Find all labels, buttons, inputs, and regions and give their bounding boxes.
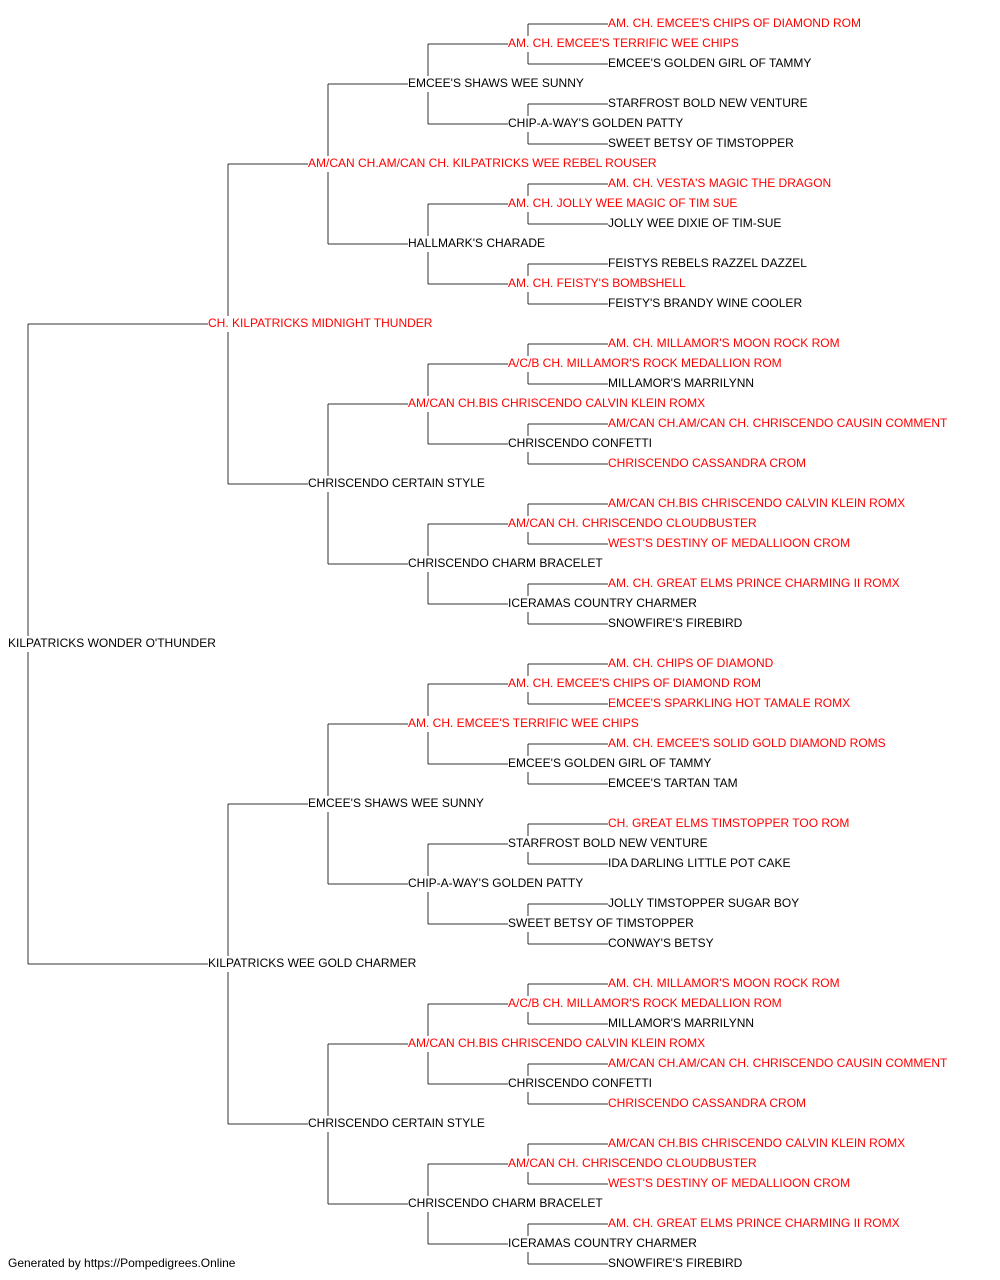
dog-name-d-s-d-s: STARFROST BOLD NEW VENTURE: [508, 836, 708, 850]
dog-name-d-s-d: CHIP-A-WAY'S GOLDEN PATTY: [408, 876, 583, 890]
dog-name-s-d-s-s: A/C/B CH. MILLAMOR'S ROCK MEDALLION ROM: [508, 356, 782, 370]
dog-name-s-d: CHRISCENDO CERTAIN STYLE: [308, 476, 485, 490]
dog-name-s-s-d-d: AM. CH. FEISTY'S BOMBSHELL: [508, 276, 686, 290]
dog-name-s-s-d-s-d: JOLLY WEE DIXIE OF TIM-SUE: [608, 216, 781, 230]
dog-name-d-d-d-d-s: AM. CH. GREAT ELMS PRINCE CHARMING II RO…: [608, 1216, 900, 1230]
dog-name-s-s-s-s-d: EMCEE'S GOLDEN GIRL OF TAMMY: [608, 56, 811, 70]
dog-name-s-d-s-s-s: AM. CH. MILLAMOR'S MOON ROCK ROM: [608, 336, 840, 350]
dog-name-s: CH. KILPATRICKS MIDNIGHT THUNDER: [208, 316, 433, 330]
dog-name-s-s: AM/CAN CH.AM/CAN CH. KILPATRICKS WEE REB…: [308, 156, 657, 170]
dog-name-s-d-s-d-s: AM/CAN CH.AM/CAN CH. CHRISCENDO CAUSIN C…: [608, 416, 948, 430]
dog-name-d-d-d-d: ICERAMAS COUNTRY CHARMER: [508, 1236, 697, 1250]
dog-name-d-s-d-d-d: CONWAY'S BETSY: [608, 936, 714, 950]
dog-name-s-d-s-d-d: CHRISCENDO CASSANDRA CROM: [608, 456, 806, 470]
dog-name-s-s-d: HALLMARK'S CHARADE: [408, 236, 545, 250]
dog-name-d-d-d-s-s: AM/CAN CH.BIS CHRISCENDO CALVIN KLEIN RO…: [608, 1136, 905, 1150]
dog-name-d-s-s-s-s: AM. CH. CHIPS OF DIAMOND: [608, 656, 774, 670]
dog-name-d-d-d-s-d: WEST'S DESTINY OF MEDALLIOON CROM: [608, 1176, 850, 1190]
dog-name-s-s-s-d: CHIP-A-WAY'S GOLDEN PATTY: [508, 116, 683, 130]
dog-name-s-s-s-s-s: AM. CH. EMCEE'S CHIPS OF DIAMOND ROM: [608, 16, 861, 30]
dog-name-s-d-s-d: CHRISCENDO CONFETTI: [508, 436, 652, 450]
dog-name-d: KILPATRICKS WEE GOLD CHARMER: [208, 956, 417, 970]
dog-name-d-d-d-d-d: SNOWFIRE'S FIREBIRD: [608, 1256, 743, 1270]
dog-name-s-d-d-d: ICERAMAS COUNTRY CHARMER: [508, 596, 697, 610]
dog-name-s-s-d-s-s: AM. CH. VESTA'S MAGIC THE DRAGON: [608, 176, 831, 190]
dog-name-s-d-d-d-d: SNOWFIRE'S FIREBIRD: [608, 616, 743, 630]
dog-name-s-s-d-d-s: FEISTYS REBELS RAZZEL DAZZEL: [608, 256, 807, 270]
dog-name-d-d: CHRISCENDO CERTAIN STYLE: [308, 1116, 485, 1130]
dog-name-s-d-d-d-s: AM. CH. GREAT ELMS PRINCE CHARMING II RO…: [608, 576, 900, 590]
dog-name-d-s-s-s: AM. CH. EMCEE'S CHIPS OF DIAMOND ROM: [508, 676, 761, 690]
dog-name-d-d-s-s-s: AM. CH. MILLAMOR'S MOON ROCK ROM: [608, 976, 840, 990]
dog-name-s-s-s-s: AM. CH. EMCEE'S TERRIFIC WEE CHIPS: [508, 36, 739, 50]
dog-name-s-s-d-s: AM. CH. JOLLY WEE MAGIC OF TIM SUE: [508, 196, 737, 210]
dog-name-s-d-d: CHRISCENDO CHARM BRACELET: [408, 556, 603, 570]
dog-name-d-d-s-d: CHRISCENDO CONFETTI: [508, 1076, 652, 1090]
dog-name-d-s-s-s-d: EMCEE'S SPARKLING HOT TAMALE ROMX: [608, 696, 850, 710]
dog-name-d-s-s: AM. CH. EMCEE'S TERRIFIC WEE CHIPS: [408, 716, 639, 730]
dog-name-d-d-s-s: A/C/B CH. MILLAMOR'S ROCK MEDALLION ROM: [508, 996, 782, 1010]
dog-name-s-s-s-d-d: SWEET BETSY OF TIMSTOPPER: [608, 136, 794, 150]
dog-name-d-d-d-s: AM/CAN CH. CHRISCENDO CLOUDBUSTER: [508, 1156, 757, 1170]
dog-name-d-d-d: CHRISCENDO CHARM BRACELET: [408, 1196, 603, 1210]
dog-name-d-s-d-s-s: CH. GREAT ELMS TIMSTOPPER TOO ROM: [608, 816, 849, 830]
dog-name-s-s-s-d-s: STARFROST BOLD NEW VENTURE: [608, 96, 808, 110]
dog-name-d-d-s-d-s: AM/CAN CH.AM/CAN CH. CHRISCENDO CAUSIN C…: [608, 1056, 948, 1070]
dog-name-d-d-s-d-d: CHRISCENDO CASSANDRA CROM: [608, 1096, 806, 1110]
dog-name-d-s-d-d-s: JOLLY TIMSTOPPER SUGAR BOY: [608, 896, 799, 910]
dog-name-d-s: EMCEE'S SHAWS WEE SUNNY: [308, 796, 484, 810]
dog-name-s-d-d-s-d: WEST'S DESTINY OF MEDALLIOON CROM: [608, 536, 850, 550]
dog-name-d-s-d-d: SWEET BETSY OF TIMSTOPPER: [508, 916, 694, 930]
dog-name-s-s-s: EMCEE'S SHAWS WEE SUNNY: [408, 76, 584, 90]
dog-name-s-s-d-d-d: FEISTY'S BRANDY WINE COOLER: [608, 296, 802, 310]
dog-name-d-s-s-d-d: EMCEE'S TARTAN TAM: [608, 776, 738, 790]
dog-name-d-d-s-s-d: MILLAMOR'S MARRILYNN: [608, 1016, 754, 1030]
dog-name-s-d-d-s: AM/CAN CH. CHRISCENDO CLOUDBUSTER: [508, 516, 757, 530]
dog-name-s-d-s: AM/CAN CH.BIS CHRISCENDO CALVIN KLEIN RO…: [408, 396, 705, 410]
dog-name-d-s-s-d-s: AM. CH. EMCEE'S SOLID GOLD DIAMOND ROMS: [608, 736, 886, 750]
footer-credit: Generated by https://Pompedigrees.Online: [8, 1256, 236, 1270]
dog-name-d-s-d-s-d: IDA DARLING LITTLE POT CAKE: [608, 856, 791, 870]
dog-name-root: KILPATRICKS WONDER O'THUNDER: [8, 636, 216, 650]
dog-name-s-d-s-s-d: MILLAMOR'S MARRILYNN: [608, 376, 754, 390]
dog-name-s-d-d-s-s: AM/CAN CH.BIS CHRISCENDO CALVIN KLEIN RO…: [608, 496, 905, 510]
dog-name-d-d-s: AM/CAN CH.BIS CHRISCENDO CALVIN KLEIN RO…: [408, 1036, 705, 1050]
dog-name-d-s-s-d: EMCEE'S GOLDEN GIRL OF TAMMY: [508, 756, 711, 770]
